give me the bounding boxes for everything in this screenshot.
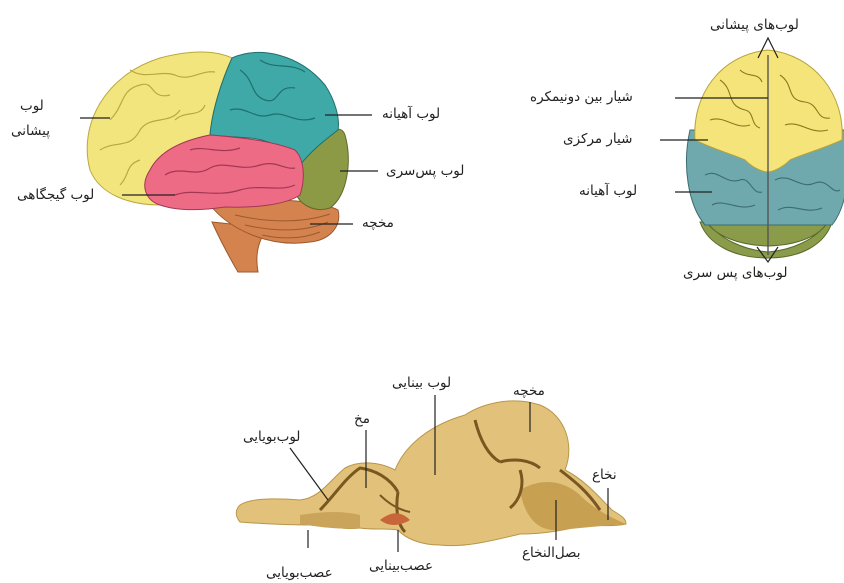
top-frontal-label: لوب‌های پیشانی: [710, 17, 799, 33]
animal-cerebellum-label: مخچه: [513, 383, 545, 399]
top-fissure-label: شیار بین دونیمکره: [530, 89, 633, 105]
side-frontal-label-1: لوب: [20, 98, 44, 114]
top-occipital-label: لوب‌های پس سری: [683, 265, 787, 281]
optic-nerve-label: عصب‌بینایی: [369, 558, 433, 574]
animal-shade-a: [300, 512, 360, 529]
medulla-label: نخاع: [592, 467, 617, 483]
side-frontal-label-2: پیشانی: [11, 123, 50, 139]
cerebrum-label: مخ: [354, 411, 370, 427]
animal-brain: [236, 395, 626, 552]
side-parietal-label: لوب آهیانه: [382, 106, 440, 122]
top-occipital: [700, 220, 832, 258]
top-central-label: شیار مرکزی: [563, 131, 632, 147]
optic-lobe-label: لوب بینایی: [392, 375, 451, 391]
olfactory-lobe-label: لوب‌بویایی: [243, 429, 300, 445]
side-cerebellum-label: مخچه: [362, 215, 394, 231]
side-brain: [80, 52, 378, 272]
top-parietal-label: لوب آهیانه: [579, 183, 637, 199]
top-brain: [660, 38, 844, 262]
side-temporal-label: لوب گیجگاهی: [17, 187, 94, 203]
brainstem-label: بصل‌النخاع: [522, 545, 581, 561]
olfactory-nerve-label: عصب‌بویایی: [266, 565, 333, 581]
side-occipital-label: لوب پس‌سری: [386, 163, 464, 179]
